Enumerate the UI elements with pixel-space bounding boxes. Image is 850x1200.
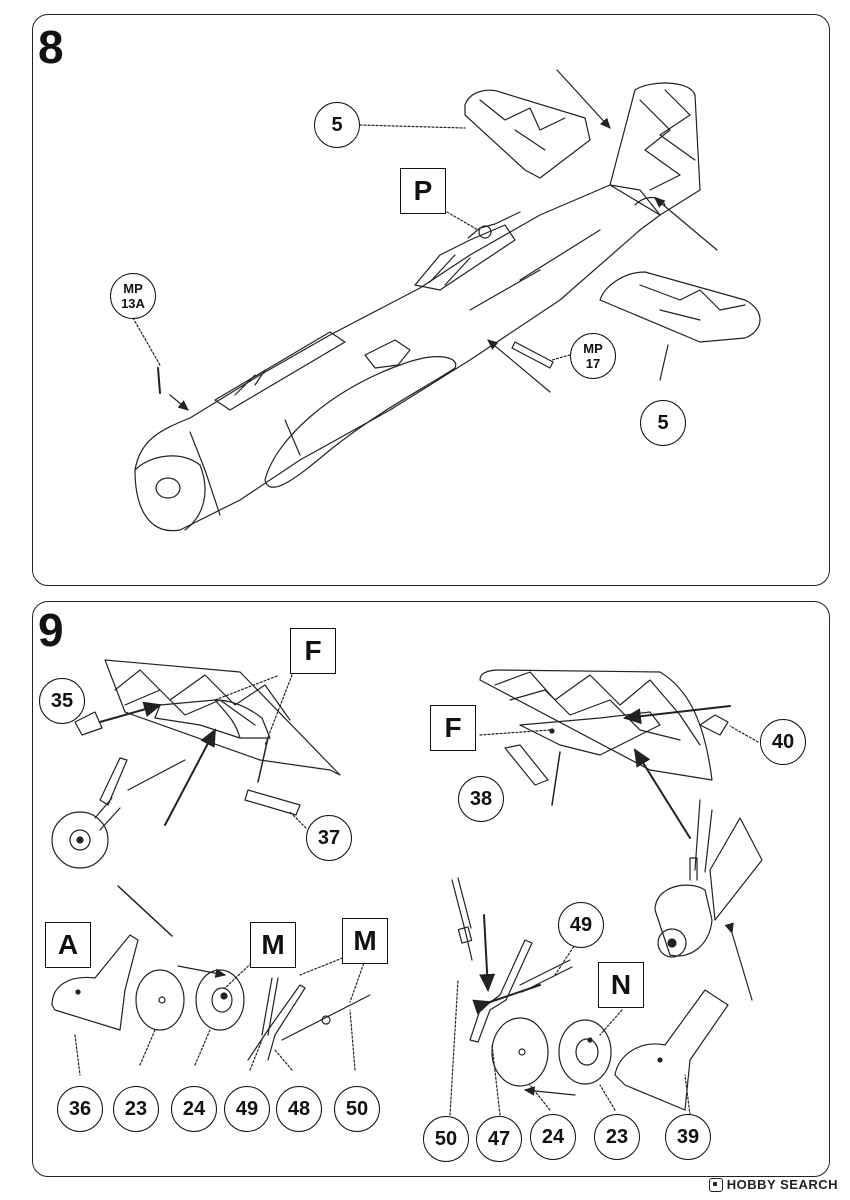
hobby-search-logo-icon bbox=[708, 1177, 723, 1192]
part-callout-40: 40 bbox=[760, 719, 806, 765]
part-callout-23-right: 23 bbox=[594, 1114, 640, 1160]
watermark: HOBBY SEARCH bbox=[708, 1177, 838, 1192]
part-callout-5-bottom: 5 bbox=[640, 400, 686, 446]
step-8-panel bbox=[32, 14, 830, 586]
color-code-p: P bbox=[400, 168, 446, 214]
right-wing-gear-drawing bbox=[449, 669, 763, 1116]
color-code-m-2: M bbox=[342, 918, 388, 964]
part-callout-5-top: 5 bbox=[314, 102, 360, 148]
part-callout-39: 39 bbox=[665, 1114, 711, 1160]
part-callout-49-left: 49 bbox=[224, 1086, 270, 1132]
part-callout-50-left: 50 bbox=[334, 1086, 380, 1132]
part-callout-35: 35 bbox=[39, 678, 85, 724]
part-callout-36: 36 bbox=[57, 1086, 103, 1132]
part-callout-24-right: 24 bbox=[530, 1114, 576, 1160]
step-number-8: 8 bbox=[38, 21, 64, 73]
part-callout-50-right: 50 bbox=[423, 1116, 469, 1162]
color-code-a: A bbox=[45, 922, 91, 968]
part-callout-49-right: 49 bbox=[558, 902, 604, 948]
part-callout-47: 47 bbox=[476, 1116, 522, 1162]
color-code-n: N bbox=[598, 962, 644, 1008]
left-wing-gear-drawing bbox=[51, 659, 371, 1076]
watermark-text: HOBBY SEARCH bbox=[726, 1177, 838, 1192]
fuselage-drawing bbox=[132, 69, 761, 532]
part-callout-37: 37 bbox=[306, 815, 352, 861]
part-callout-48: 48 bbox=[276, 1086, 322, 1132]
part-callout-38: 38 bbox=[458, 776, 504, 822]
part-callout-mp13a: MP 13A bbox=[110, 273, 156, 319]
part-callout-mp17: MP 17 bbox=[570, 333, 616, 379]
part-callout-24-left: 24 bbox=[171, 1086, 217, 1132]
color-code-f-left: F bbox=[290, 628, 336, 674]
step-number-9: 9 bbox=[38, 604, 64, 656]
color-code-f-right: F bbox=[430, 705, 476, 751]
part-callout-23-left: 23 bbox=[113, 1086, 159, 1132]
step-9-panel bbox=[32, 601, 830, 1177]
color-code-m-1: M bbox=[250, 922, 296, 968]
